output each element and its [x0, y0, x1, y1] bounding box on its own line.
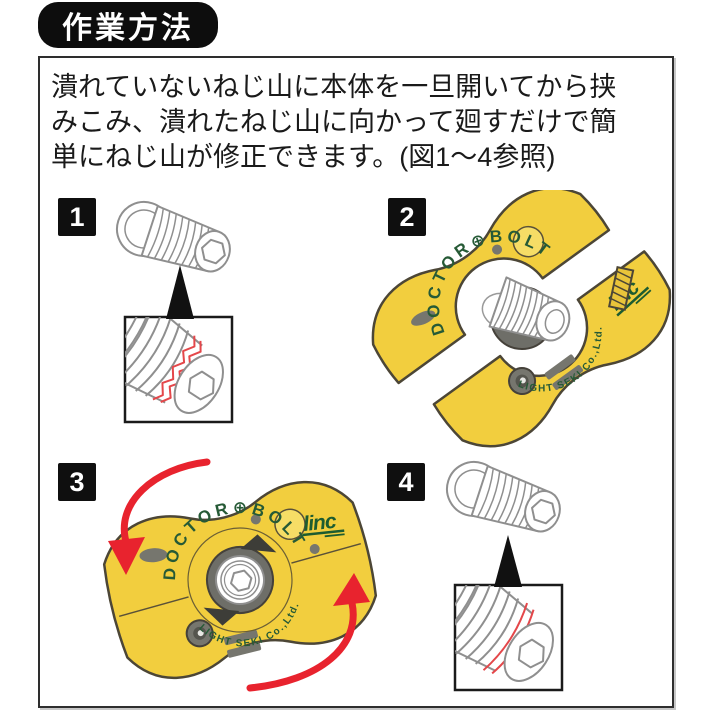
clamp-lower-half: LIGHT SEKI Co.,Ltd.: [432, 249, 672, 470]
step-4-badge: 4: [387, 463, 425, 501]
step-2-badge: 2: [388, 198, 426, 236]
figure-4-repaired-bolt: [438, 453, 568, 692]
instruction-line-1: 潰れていないねじ山に本体を一旦開いてから挟: [51, 72, 617, 102]
magnified-repaired-thread: [455, 585, 562, 690]
rotation-arrow-right: [246, 573, 370, 692]
magnified-damaged-thread: [125, 317, 232, 422]
bolt-face: [215, 555, 265, 605]
step-3-badge: 3: [58, 463, 96, 501]
figures-illustration: linc: [92, 190, 672, 692]
thumbscrew: [607, 266, 635, 311]
damaged-thread-lines: [152, 335, 202, 404]
pointer-triangle-icon: [166, 265, 194, 319]
instruction-text: 潰れていないねじ山に本体を一旦開いてから挟 みこみ、潰れたねじ山に向かって廻すだ…: [51, 70, 663, 175]
work-method-title: 作業方法: [62, 12, 194, 45]
rotation-arrow-left: [108, 458, 211, 575]
clamp-body: DOCTOR⊕BOLT LIGHT SEKI Co.,Ltd.: [92, 468, 388, 692]
pointer-triangle-icon: [494, 535, 522, 587]
figure-1-damaged-bolt: [108, 193, 238, 424]
instruction-panel: 潰れていないねじ山に本体を一旦開いてから挟 みこみ、潰れたねじ山に向かって廻すだ…: [38, 56, 674, 708]
instruction-line-2: みこみ、潰れたねじ山に向かって廻すだけで簡: [51, 107, 617, 137]
work-method-badge: 作業方法: [38, 2, 218, 48]
figure-3-tool-rotating: DOCTOR⊕BOLT LIGHT SEKI Co.,Ltd.: [92, 458, 388, 692]
step-1-badge: 1: [58, 198, 96, 236]
instruction-line-3: 単にねじ山が修正できます。(図1～4参照): [51, 142, 556, 172]
bolt-illustration: [438, 453, 568, 544]
bolt-illustration: [108, 193, 238, 284]
